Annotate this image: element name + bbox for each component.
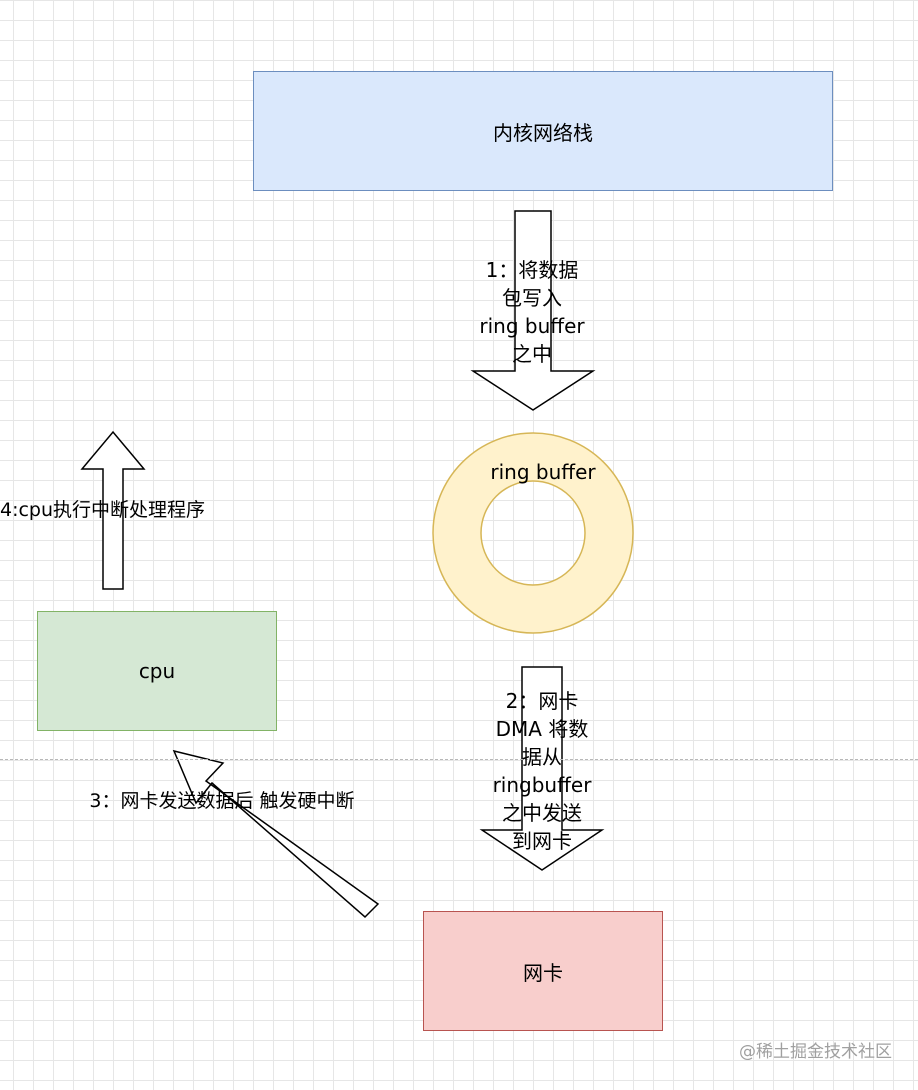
- step2-line: 到网卡: [511, 829, 572, 853]
- step2-line: ringbuffer: [492, 773, 592, 797]
- nic-box[interactable]: 网卡: [423, 911, 663, 1031]
- arrow-step1[interactable]: [470, 210, 596, 411]
- watermark: @稀土掘金技术社区: [739, 1042, 892, 1062]
- arrow-step3[interactable]: [172, 749, 380, 919]
- step2-line: DMA 将数: [495, 717, 589, 741]
- kernel-network-stack-box[interactable]: 内核网络栈: [253, 71, 833, 191]
- step2-line: 之中发送: [501, 801, 582, 825]
- ring-buffer-shape: [432, 432, 634, 634]
- step4-label: 4:cpu执行中断处理程序: [0, 499, 206, 521]
- step2-line: 据从: [521, 745, 562, 769]
- step1-line: 之中: [512, 342, 552, 366]
- cpu-label: cpu: [138, 659, 176, 683]
- step1-label: 1：将数据 包写入 ring buffer 之中: [479, 256, 584, 368]
- arrow-step2[interactable]: [479, 666, 605, 871]
- nic-label: 网卡: [523, 960, 563, 985]
- cpu-box[interactable]: cpu: [37, 611, 277, 731]
- ring-buffer-label: ring buffer: [490, 460, 596, 484]
- ring-buffer-node[interactable]: [432, 432, 634, 634]
- step1-line: ring buffer: [479, 314, 585, 338]
- step1-line: 包写入: [502, 286, 562, 310]
- step3-label: 3：网卡发送数据后 触发硬中断: [89, 790, 355, 812]
- kernel-network-stack-label: 内核网络栈: [493, 120, 593, 145]
- step2-label: 2：网卡 DMA 将数 据从 ringbuffer 之中发送 到网卡: [493, 687, 592, 855]
- step1-line: 1：将数据: [485, 258, 579, 282]
- step2-line: 2：网卡: [505, 689, 579, 713]
- page-break-line: [0, 759, 918, 760]
- arrow-step4[interactable]: [80, 430, 146, 590]
